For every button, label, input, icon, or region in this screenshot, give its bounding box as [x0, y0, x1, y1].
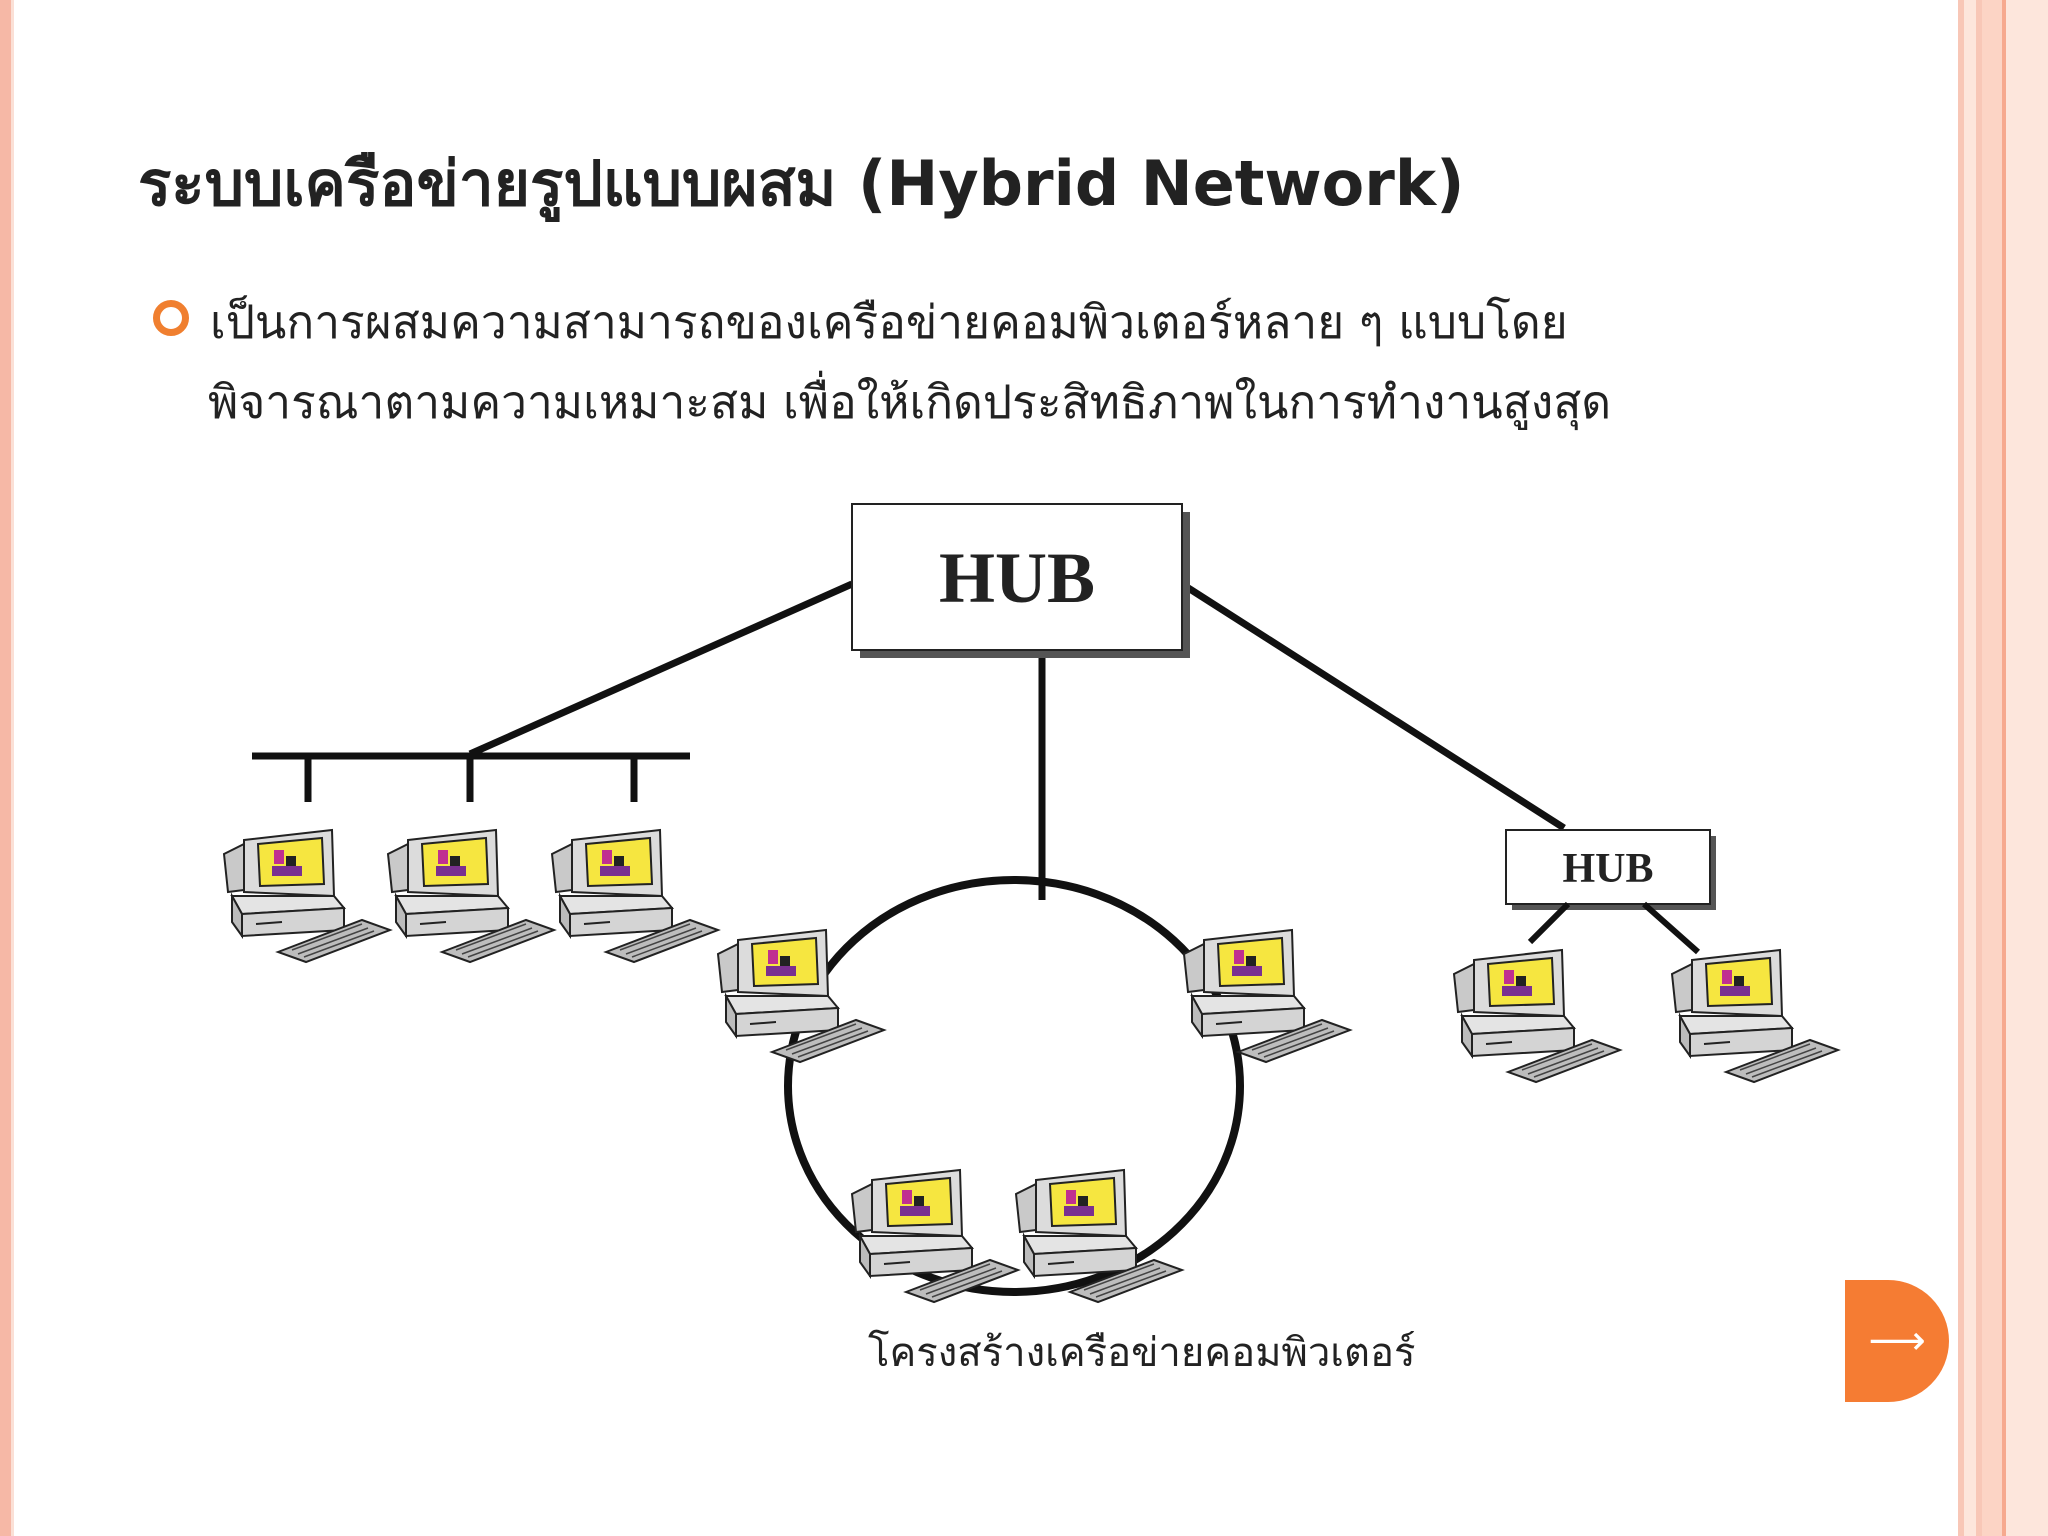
arrow-right-icon: ⟶: [1845, 1280, 1949, 1402]
bus-computer-3: [551, 829, 719, 963]
ring-network: [784, 876, 1244, 1296]
hybrid-network-diagram: HUB HUB: [223, 503, 1839, 1303]
right-decorative-border: [1982, 0, 2002, 1536]
ring-computer-bottom-left: [851, 1169, 1019, 1303]
subhub-computer-2: [1671, 949, 1839, 1083]
bullet-text-line-1: เป็นการผสมความสามารถของเครือข่ายคอมพิวเต…: [210, 295, 1568, 349]
main-hub-box: [851, 503, 1183, 651]
next-slide-button[interactable]: ⟶: [1845, 1280, 1949, 1402]
link-hub-to-subhub: [1180, 581, 1566, 831]
right-decorative-border: [2002, 0, 2006, 1536]
diagram-caption: โครงสร้างเครือข่ายคอมพิวเตอร์: [868, 1330, 1416, 1376]
link-hub-to-bus: [468, 580, 854, 758]
bus-computer-1: [223, 829, 391, 963]
slide-title: ระบบเครือข่ายรูปแบบผสม (Hybrid Network): [138, 147, 1465, 220]
bus-computer-2: [387, 829, 555, 963]
main-hub-label: HUB: [939, 538, 1095, 618]
bullet-text: เป็นการผสมความสามารถของเครือข่ายคอมพิวเต…: [208, 282, 1710, 442]
subhub-computer-1: [1453, 949, 1621, 1083]
ring-computer-left: [717, 929, 885, 1063]
right-decorative-border: [2006, 0, 2048, 1536]
sub-hub-label: HUB: [1562, 846, 1653, 892]
ring-computer-right: [1183, 929, 1351, 1063]
bullet-text-line-2: พิจารณาตามความเหมาะสม เพื่อให้เกิดประสิท…: [208, 375, 1612, 429]
ring-computer-bottom-right: [1015, 1169, 1183, 1303]
sub-hub-box: [1505, 829, 1711, 905]
right-decorative-border: [1964, 0, 1976, 1536]
left-decorative-border: [0, 0, 14, 1536]
right-decorative-border: [1958, 0, 1964, 1536]
bullet-ring-icon: [153, 300, 189, 336]
right-decorative-border: [1976, 0, 1982, 1536]
